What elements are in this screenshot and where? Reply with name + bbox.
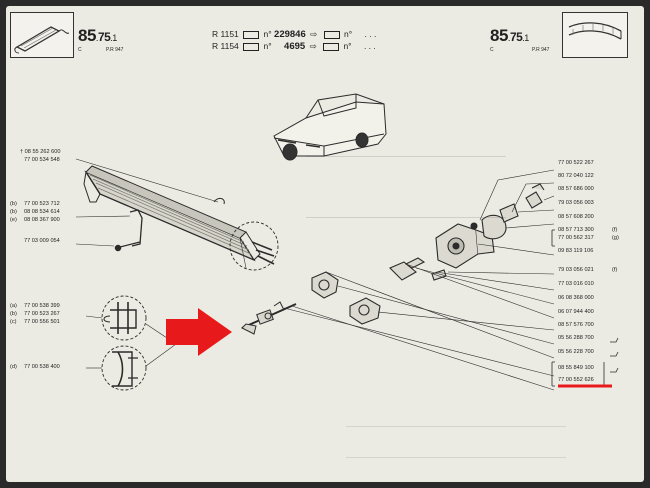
page-dot: . (507, 33, 511, 43)
ref-label: 77 00 538 400 (24, 364, 60, 370)
ref-label: 77 00 522 267 (558, 160, 594, 166)
no-label: n° (263, 29, 272, 39)
car-illustration (273, 93, 387, 161)
ref-marker: (f) (612, 267, 618, 273)
chassis-icon (323, 42, 340, 51)
ref-label: † 08 55 262 600 (20, 149, 61, 155)
ref-label: 77 00 523 712 (24, 201, 60, 207)
heater-core (83, 165, 275, 265)
serial-from: 4695 (284, 41, 306, 52)
page-major: 85 (78, 26, 96, 45)
model-row: R 1151 n° 229846 ⇨ n° . . . (212, 30, 376, 40)
ref-label: 08 57 576 700 (558, 322, 594, 328)
model-code: R 1151 (212, 29, 239, 39)
ref-label: 08 57 713 300 (558, 227, 594, 233)
leader-lines-right (283, 169, 555, 391)
ref-label: 08 08 367 900 (24, 217, 60, 223)
page-sub-c-left: C (78, 47, 82, 53)
ref-label: 05 56 228 700 (558, 349, 594, 355)
no-label: n° (343, 41, 352, 51)
ref-marker: (b) (10, 209, 17, 215)
catalog-sheet: 85.75.1 C P.R 947 85.75.1 C P.R 947 R 11… (6, 6, 644, 482)
no-label: n° (263, 41, 272, 51)
page-sub-pr-left: P.R 947 (106, 47, 124, 53)
ref-brackets (551, 229, 605, 387)
serial-to: . . . (364, 29, 377, 39)
ref-marker: (d) (10, 364, 17, 370)
chassis-icon (243, 30, 260, 39)
ref-label: 05 56 288 700 (558, 335, 594, 341)
exploded-view-drawing (75, 93, 619, 391)
ref-marker: (c) (10, 319, 17, 325)
detail-circle-pipes (229, 221, 279, 271)
ref-marker: (g) (612, 235, 619, 241)
ref-label: 79 03 056 003 (558, 200, 594, 206)
chassis-icon (323, 30, 340, 39)
ref-marker: (f) (612, 227, 618, 233)
page-suffix: .1 (110, 33, 117, 43)
serial-from: 229846 (274, 29, 306, 40)
clip-detail-upper (101, 295, 147, 341)
page-number-right: 85.75.1 (490, 27, 529, 44)
ref-label: 77 03 016 010 (558, 281, 594, 287)
ref-label: 06 08 368 000 (558, 295, 594, 301)
ref-label: 08 57 686 000 (558, 186, 594, 192)
chassis-icon (243, 42, 260, 51)
ref-label: 09 83 119 106 (558, 248, 594, 254)
thumbnail-heater-core-left (10, 12, 74, 58)
page-dot: . (95, 33, 99, 43)
ref-label: 77 03 009 054 (24, 238, 60, 244)
ref-marker: (b) (10, 311, 17, 317)
clip-detail-lower (101, 345, 147, 391)
no-label: n° (344, 29, 353, 39)
page-minor: 75 (97, 30, 111, 44)
valve-body-parts (311, 257, 447, 325)
ref-label: 80 72 040 122 (558, 173, 594, 179)
bracket (114, 209, 143, 252)
ref-label: 79 03 056 021 (558, 267, 594, 273)
ref-label: 77 00 552 626 (558, 377, 594, 383)
page-suffix: .1 (522, 33, 529, 43)
page-sub-c-right: C (490, 47, 494, 53)
ref-marker: (a) (10, 303, 17, 309)
ref-label: 77 00 556 501 (24, 319, 60, 325)
page-minor: 75 (509, 30, 523, 44)
leader-lines-left (75, 158, 247, 369)
ref-label: 77 00 523 267 (24, 311, 60, 317)
ref-label: 08 57 608 200 (558, 214, 594, 220)
serial-to: . . . (363, 41, 376, 51)
heater-tap-assembly (435, 183, 545, 269)
page-major: 85 (490, 26, 508, 45)
ref-marker: (b) (10, 201, 17, 207)
thumbnail-heater-core-right (562, 12, 628, 58)
bleed-through-lines (346, 426, 566, 458)
ref-label: 77 00 534 548 (24, 157, 60, 163)
model-row: R 1154 n° 4695 ⇨ n° . . . (212, 42, 376, 52)
ref-label: 08 55 849 100 (558, 365, 594, 371)
page-sub-pr-right: P.R 947 (532, 47, 550, 53)
arrow-right-icon: ⇨ (309, 41, 317, 51)
arrow-right-icon: ⇨ (310, 29, 318, 39)
page-number-left: 85.75.1 (78, 27, 117, 44)
ref-label: 08 08 534 614 (24, 209, 60, 215)
ref-symbols (610, 337, 619, 373)
ref-label: 77 00 538 399 (24, 303, 60, 309)
ref-label: 06 07 944 400 (558, 309, 594, 315)
ref-label: 77 00 562 317 (558, 235, 594, 241)
control-valve-rod (241, 301, 297, 335)
ref-marker: (e) (10, 217, 17, 223)
bleed-through-lines (306, 156, 506, 218)
model-code: R 1154 (212, 41, 239, 51)
red-pointer-arrow (166, 308, 232, 356)
